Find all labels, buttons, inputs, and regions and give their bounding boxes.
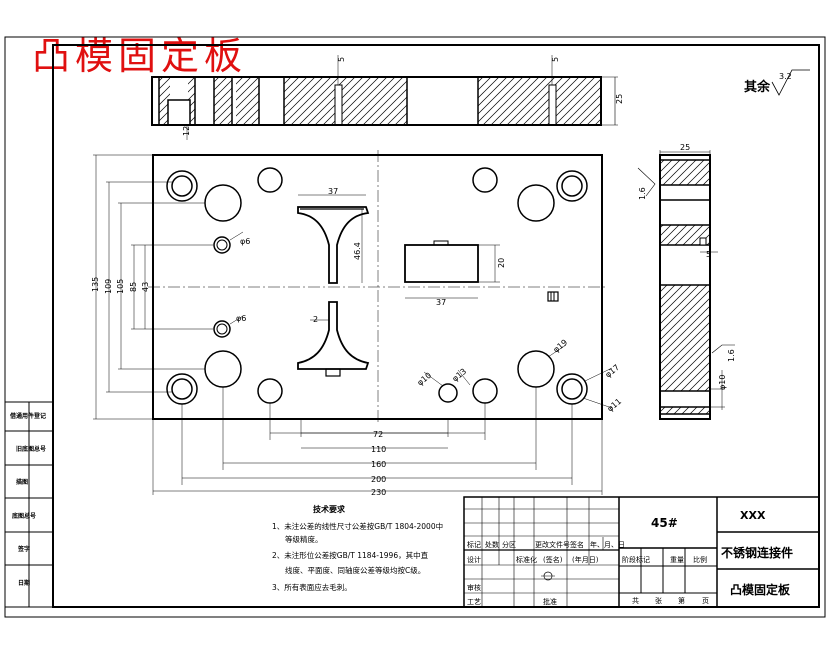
dim-phi17: φ17 [604,363,622,380]
dim-side-phi10: φ10 [718,375,727,390]
dim-20: 20 [497,258,506,268]
tech-item: 1、未注公差的线性尺寸公差按GB/T 1804-2000中 [272,521,443,531]
plan-view: 72 110 160 200 230 135 109 105 85 43 [91,150,623,497]
side-label: 签字 [17,545,30,553]
tech-item: 2、未注形位公差按GB/T 1184-1996，其中直 [272,550,429,560]
dim-37a: 37 [328,187,338,196]
dim-105: 105 [116,279,125,294]
side-label: 借通用件登记 [9,412,46,420]
tb-stdz: 标准化 [516,555,537,564]
tb-label: 标记 [467,540,481,549]
tb-label: 处数 [485,540,499,549]
title-block-text: 45# XXX 不锈钢连接件 凸模固定板 标记 处数 分区 更改文件号 签名 年… [467,509,793,606]
tb-person: 设计 [467,555,481,564]
tb-scale: 比例 [693,555,707,564]
dim-phi10: φ10 [416,371,434,388]
dim-160: 160 [371,460,386,469]
dim-top-25: 25 [615,94,624,104]
roughness-note: 其余 3.2 [744,69,810,96]
dim-phi6b: φ6 [236,314,246,323]
dim-phi19: φ19 [552,338,570,355]
side-label: 旧底图总号 [16,445,46,453]
tech-item: 线度、平面度、同轴度公差等级均按C级。 [285,565,425,575]
tb-label: 年、月、日 [590,540,625,549]
tb-sheet: 第 [678,596,685,605]
material: 45# [651,516,678,530]
dim-230: 230 [371,488,386,497]
tb-person: 工艺 [467,598,481,606]
dim-phi13: φ13 [451,367,469,384]
dim-135: 135 [91,277,100,292]
dim-110: 110 [371,445,386,454]
dim-top-5a: 5 [337,57,346,62]
inner-frame [52,44,820,608]
company: XXX [740,509,766,522]
tb-label: 更改文件号 [535,540,570,549]
top-section-view: 25 5 5 12 [151,55,624,140]
dim-109: 109 [104,279,113,294]
tb-label: 分区 [502,540,516,549]
tech-heading: 技术要求 [313,504,346,514]
tb-sheet: 页 [702,597,709,605]
dim-side-25: 25 [680,143,690,152]
tb-date: (年月日) [572,555,599,564]
tb-sign: (签名) [543,555,563,564]
title-block [463,496,820,608]
dim-200: 200 [371,475,386,484]
tb-label: 签名 [570,540,584,549]
dim-46: 46.4 [353,242,362,260]
tb-sheet: 张 [655,596,662,605]
dim-side-16a: 1.6 [638,187,647,200]
dim-side-16b: 1.6 [727,349,736,362]
roughness-value: 3.2 [779,72,792,81]
dim-top-5b: 5 [551,57,560,62]
dim-37b: 37 [436,298,446,307]
drawing-title-red: 凸模固定板 [32,34,248,78]
side-section-view: 25 5 1.6 1.6 φ10 [637,143,736,420]
dim-72: 72 [373,430,383,439]
side-label: 底图总号 [12,512,36,520]
dim-top-12: 12 [182,126,191,136]
side-label: 描图 [16,478,28,486]
technical-requirements: 技术要求 1、未注公差的线性尺寸公差按GB/T 1804-2000中 等级精度。… [272,504,443,592]
tb-approve: 批准 [543,597,557,606]
tb-sheet: 共 [632,596,639,605]
dim-43: 43 [141,282,150,292]
dim-2: 2 [313,315,318,324]
tb-stage: 阶段标记 [622,555,650,564]
roughness-label: 其余 [744,79,771,95]
side-label: 日期 [18,579,30,587]
drawing-name: 凸模固定板 [730,582,791,597]
tech-item: 3、所有表面应去毛刺。 [272,582,352,592]
side-label-column: 借通用件登记 旧底图总号 描图 底图总号 签字 日期 [5,401,53,608]
dim-phi6a: φ6 [240,237,250,246]
part-name: 不锈钢连接件 [721,545,793,560]
tb-person: 审核 [467,583,481,592]
tb-weight: 重量 [670,556,684,564]
outer-border [4,36,826,618]
dim-phi11: φ11 [606,397,624,414]
tech-item: 等级精度。 [285,534,323,544]
dim-85: 85 [129,282,138,292]
dim-side-5: 5 [706,250,711,259]
